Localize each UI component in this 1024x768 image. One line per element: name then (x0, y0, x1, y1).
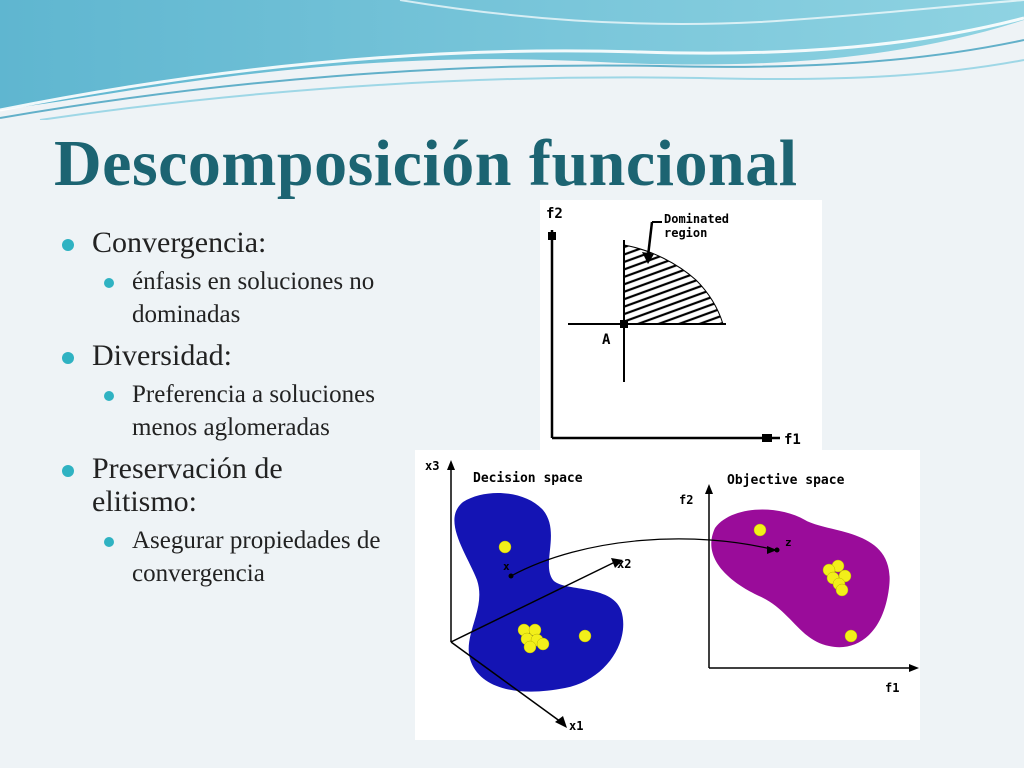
mapping-figure: Decision space Objective space x3 x2 x1 … (415, 450, 920, 740)
sub-bullet-list: Asegurar propiedades de convergencia (104, 524, 392, 590)
dominated-region-annotation: Dominated region (664, 212, 730, 240)
bullet-item: Convergencia: énfasis en soluciones no d… (62, 226, 392, 331)
bullet-text: Preservación de elitismo: (92, 452, 283, 518)
f1-arrowhead (909, 664, 919, 672)
decision-region (454, 492, 624, 692)
bullet-text: Diversidad: (92, 339, 232, 372)
objective-space-title: Objective space (727, 473, 845, 488)
objective-solutions (753, 523, 858, 643)
bullet-dot-icon (62, 239, 74, 251)
f2-arrowhead (705, 484, 713, 494)
dominance-diagram: f2 f1 Dominated region A (546, 206, 801, 448)
sub-bullet-text: énfasis en soluciones no dominadas (132, 268, 375, 328)
annotation-arrowhead (642, 252, 654, 264)
sub-bullet-item: Preferencia a soluciones menos aglomerad… (104, 378, 387, 444)
bullet-text: Convergencia: (92, 226, 267, 259)
mapping-arrow (510, 538, 776, 577)
dominated-region (623, 244, 724, 325)
point-a-label: A (602, 332, 611, 348)
sub-bullet-dot-icon (104, 278, 114, 288)
y-axis-label: f2 (546, 206, 563, 222)
x1-arrowhead (555, 716, 567, 728)
point-x-label: x (503, 560, 510, 573)
x2-axis (450, 561, 616, 643)
point-a-marker (620, 320, 628, 328)
annotation-arrow (646, 221, 654, 257)
sub-bullet-list: Preferencia a soluciones menos aglomerad… (104, 378, 392, 444)
x2-arrowhead (611, 558, 623, 568)
sub-bullet-item: Asegurar propiedades de convergencia (104, 524, 387, 590)
decision-objective-diagram: Decision space Objective space x3 x2 x1 … (425, 459, 919, 733)
solution-point (578, 629, 592, 643)
solution-point (844, 629, 858, 643)
x2-axis-label: x2 (617, 557, 631, 571)
sub-bullet-dot-icon (104, 537, 114, 547)
solution-point (498, 540, 512, 554)
x3-arrowhead (447, 460, 455, 470)
bullet-item: Diversidad: Preferencia a soluciones men… (62, 339, 392, 444)
sub-bullet-item: énfasis en soluciones no dominadas (104, 265, 387, 331)
x-axis-label: f1 (784, 432, 801, 448)
solution-point (835, 583, 849, 597)
decision-solutions (498, 540, 592, 654)
wave-banner (0, 0, 1024, 120)
mapping-arrowhead (767, 546, 777, 554)
solution-point (536, 637, 550, 651)
x1-axis-label: x1 (569, 719, 583, 733)
sub-bullet-list: énfasis en soluciones no dominadas (104, 265, 392, 331)
dominance-figure: f2 f1 Dominated region A (540, 200, 822, 450)
f1-axis-label: f1 (885, 681, 899, 695)
f2-axis-label: f2 (679, 493, 693, 507)
point-z-label: z (785, 536, 792, 549)
bullet-dot-icon (62, 465, 74, 477)
sub-bullet-dot-icon (104, 391, 114, 401)
bullet-list: Convergencia: énfasis en soluciones no d… (62, 220, 392, 598)
x1-axis (450, 641, 562, 723)
sub-bullet-text: Asegurar propiedades de convergencia (132, 527, 381, 587)
sub-bullet-text: Preferencia a soluciones menos aglomerad… (132, 381, 375, 441)
bullet-item: Preservación de elitismo: Asegurar propi… (62, 452, 392, 590)
x3-axis-label: x3 (425, 459, 439, 473)
point-x (508, 573, 514, 579)
solution-point (753, 523, 767, 537)
slide-title: Descomposición funcional (54, 127, 798, 200)
point-z (774, 547, 780, 553)
objective-region (711, 509, 890, 648)
decision-space-title: Decision space (473, 471, 583, 486)
bullet-dot-icon (62, 352, 74, 364)
solution-point (523, 640, 537, 654)
